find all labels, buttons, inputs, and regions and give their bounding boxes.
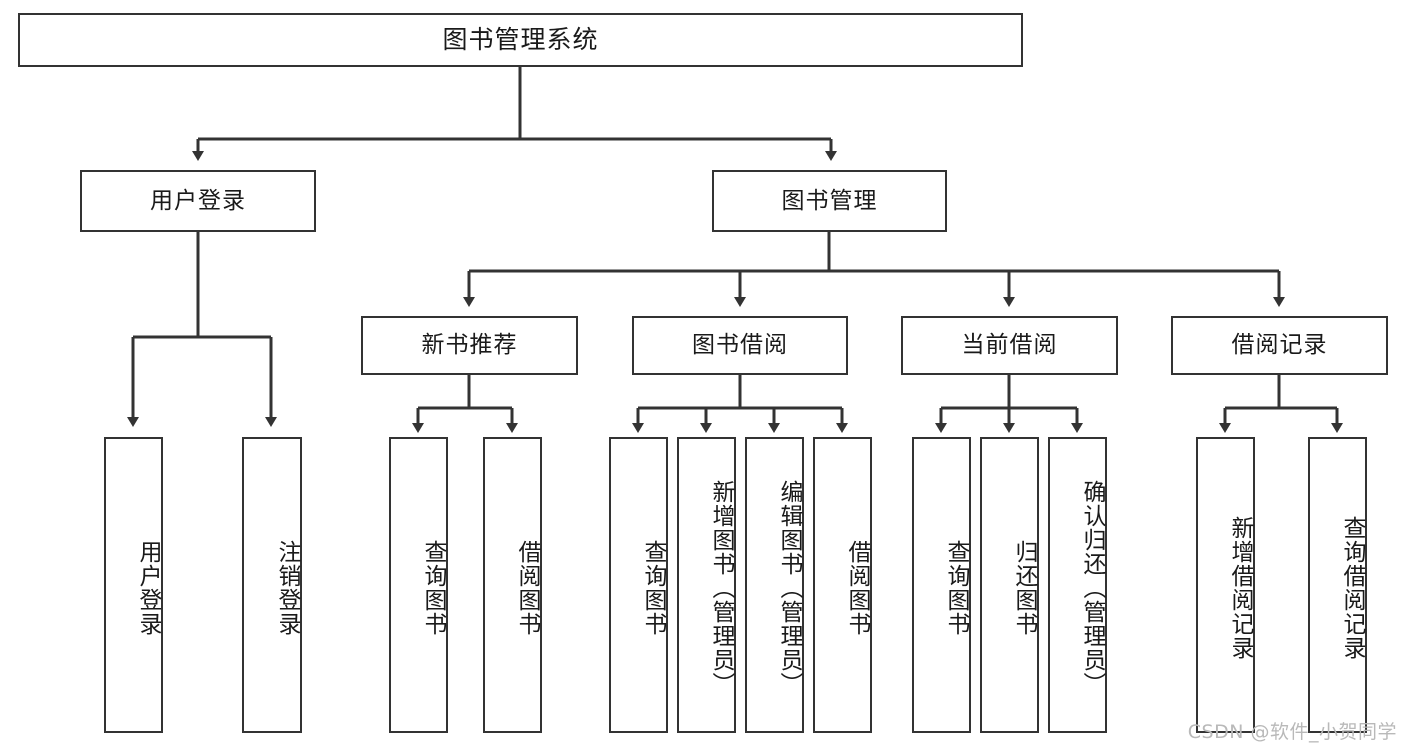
node-label: 归还图书 xyxy=(1011,540,1037,636)
node-leaf-edit-book-admin[interactable]: 编辑图书（管理员） xyxy=(745,437,804,733)
node-label: 查询图书 xyxy=(420,540,446,636)
node-new-book-recommend[interactable]: 新书推荐 xyxy=(361,316,578,375)
node-label: 借阅图书 xyxy=(514,540,540,636)
node-leaf-query-book-1[interactable]: 查询图书 xyxy=(389,437,448,733)
node-leaf-return-book[interactable]: 归还图书 xyxy=(980,437,1039,733)
node-label: 用户登录 xyxy=(135,540,161,636)
csdn-watermark: CSDN @软件_小贺同学 xyxy=(1187,721,1397,743)
node-leaf-add-borrow-record[interactable]: 新增借阅记录 xyxy=(1196,437,1255,733)
node-leaf-query-borrow-record[interactable]: 查询借阅记录 xyxy=(1308,437,1367,733)
node-label: 新书推荐 xyxy=(421,332,518,359)
node-leaf-add-book-admin[interactable]: 新增图书（管理员） xyxy=(677,437,736,733)
node-leaf-query-book-2[interactable]: 查询图书 xyxy=(609,437,668,733)
node-label: 新增借阅记录 xyxy=(1227,516,1253,660)
node-label: 用户登录 xyxy=(150,187,246,214)
node-leaf-confirm-return-admin[interactable]: 确认归还（管理员） xyxy=(1048,437,1107,733)
node-book-management-system[interactable]: 图书管理系统 xyxy=(18,13,1023,67)
node-leaf-logout-login[interactable]: 注销登录 xyxy=(242,437,302,733)
node-leaf-user-login[interactable]: 用户登录 xyxy=(104,437,163,733)
node-label: 图书管理 xyxy=(781,187,878,214)
node-book-borrow[interactable]: 图书借阅 xyxy=(632,316,848,375)
node-leaf-borrow-book-2[interactable]: 借阅图书 xyxy=(813,437,872,733)
node-label: 图书借阅 xyxy=(692,332,788,359)
node-borrow-record[interactable]: 借阅记录 xyxy=(1171,316,1388,375)
node-label: 查询借阅记录 xyxy=(1339,516,1365,660)
node-leaf-borrow-book-1[interactable]: 借阅图书 xyxy=(483,437,542,733)
node-label: 借阅图书 xyxy=(844,540,870,636)
node-user-login[interactable]: 用户登录 xyxy=(80,170,316,232)
node-leaf-query-book-3[interactable]: 查询图书 xyxy=(912,437,971,733)
node-label: 当前借阅 xyxy=(961,332,1058,359)
node-current-borrow[interactable]: 当前借阅 xyxy=(901,316,1118,375)
node-label: 确认归还（管理员） xyxy=(1079,480,1105,696)
node-label: 借阅记录 xyxy=(1231,332,1328,359)
node-label: 注销登录 xyxy=(274,540,300,636)
node-label: 新增图书（管理员） xyxy=(708,480,734,696)
node-book-manage[interactable]: 图书管理 xyxy=(712,170,947,232)
node-label: 查询图书 xyxy=(640,540,666,636)
node-label: 图书管理系统 xyxy=(442,24,599,54)
node-label: 编辑图书（管理员） xyxy=(776,480,802,696)
node-label: 查询图书 xyxy=(943,540,969,636)
